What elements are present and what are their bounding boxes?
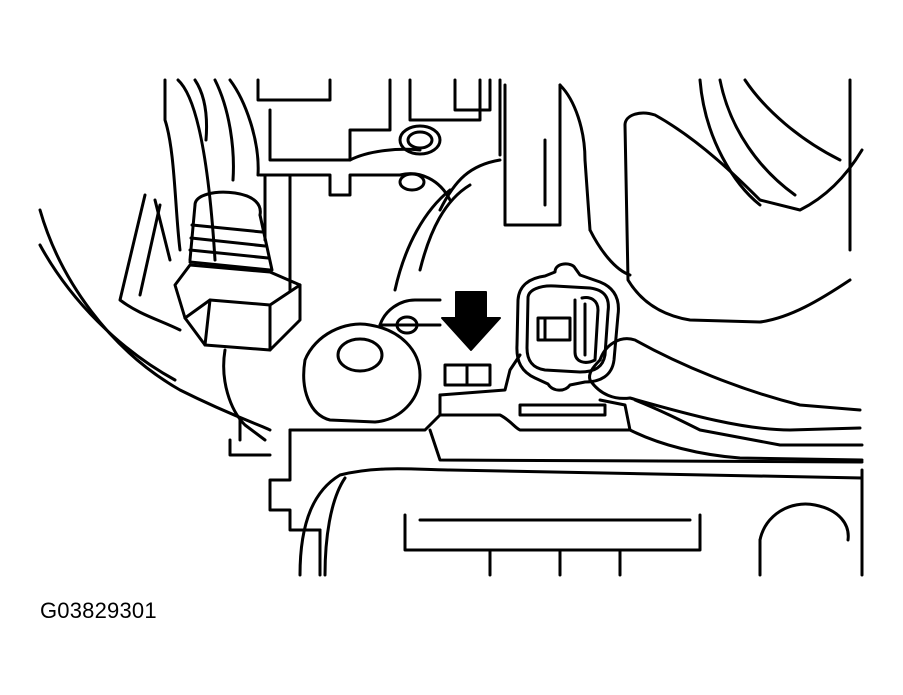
hex-bolt: [173, 190, 302, 352]
sensor-base: [288, 353, 632, 432]
connector-housing: [515, 262, 620, 392]
sensor-boss: [302, 298, 442, 424]
bracket-pipe: [258, 158, 502, 292]
figure-code-label: G03829301: [40, 598, 157, 623]
down-arrow-icon: [441, 291, 501, 351]
wire-harness: [588, 337, 862, 432]
engine-block-upper: [163, 78, 592, 262]
left-housing: [38, 193, 272, 457]
right-component: [588, 78, 864, 462]
lower-casting: [268, 428, 864, 577]
